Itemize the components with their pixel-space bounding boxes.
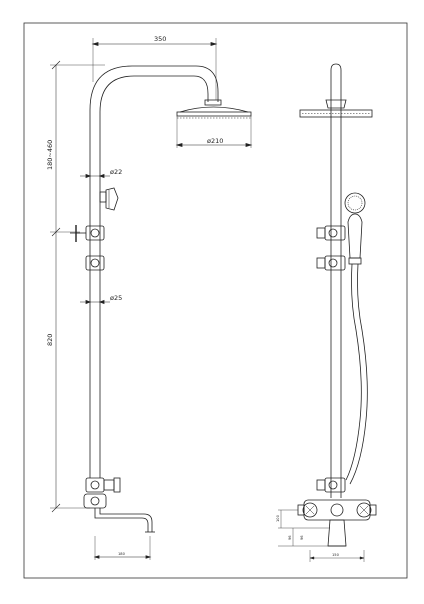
- label-upper-height: 180~460: [46, 140, 54, 170]
- dim-tube-upper-leader: [80, 173, 110, 179]
- shower-riser: [89, 65, 219, 478]
- riser-connector: [85, 255, 105, 271]
- label-side-a: 100: [276, 514, 280, 522]
- shower-head: [175, 99, 253, 148]
- side-dimensions: [278, 509, 365, 562]
- label-lower-height: 820: [46, 334, 54, 346]
- label-arm-length: 350: [154, 35, 166, 43]
- dim-left-vertical: [50, 60, 105, 513]
- label-side-b: 96: [288, 535, 292, 540]
- side-riser: [299, 63, 373, 498]
- hand-shower-holder: [99, 187, 119, 211]
- side-view: [278, 63, 377, 562]
- label-tube-upper: ø22: [110, 168, 122, 176]
- label-side-c: 96: [300, 535, 304, 540]
- label-tube-lower: ø25: [110, 294, 122, 302]
- drawing-frame: [23, 22, 408, 579]
- front-view: [50, 38, 253, 560]
- dim-arm-length: [91, 38, 218, 100]
- bath-spout: [93, 508, 155, 560]
- mixer-body: [83, 477, 121, 509]
- label-side-base: 150: [332, 553, 340, 557]
- side-shower-hose: [345, 263, 368, 485]
- side-valves: [316, 225, 346, 493]
- label-spout-length: 180: [118, 552, 126, 556]
- diverter-valve: [70, 225, 105, 242]
- dim-tube-lower-leader: [80, 299, 110, 305]
- side-mixer: [297, 499, 377, 547]
- label-head-diameter: ø210: [207, 137, 223, 145]
- side-hand-shower: [344, 192, 366, 265]
